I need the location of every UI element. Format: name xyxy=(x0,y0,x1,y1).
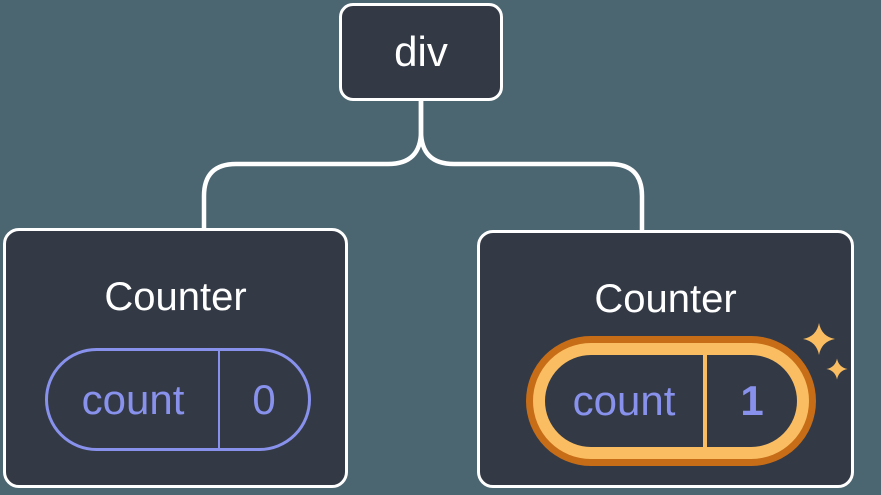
state-name-label: count xyxy=(48,351,220,448)
counter-title: Counter xyxy=(594,277,737,321)
sparkles-icon xyxy=(803,323,848,380)
state-value: 1 xyxy=(740,377,764,424)
state-name-label: count xyxy=(545,355,707,447)
counter-card-left: Counter count 0 xyxy=(3,228,348,488)
state-pill-inner: count 1 xyxy=(545,355,797,447)
edge-root-to-right-counter xyxy=(418,100,645,230)
state-pill-highlighted: count 1 xyxy=(526,336,816,466)
edge-root-to-left-counter xyxy=(201,100,424,230)
counter-title: Counter xyxy=(104,275,247,319)
root-node-label: div xyxy=(394,28,448,75)
state-pill-highlight-ring: count 1 xyxy=(533,343,809,459)
root-node-div: div xyxy=(339,3,503,101)
state-value: 0 xyxy=(252,375,276,423)
counter-card-right: Counter count 1 xyxy=(477,230,854,488)
state-pill: count 0 xyxy=(45,348,311,451)
